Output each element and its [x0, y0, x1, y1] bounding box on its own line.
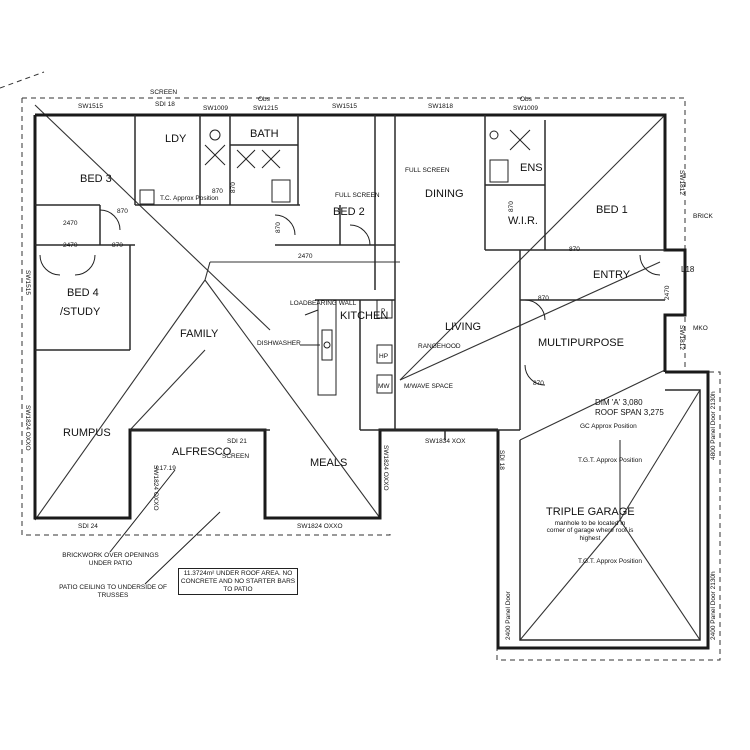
window-label: SW1824 OXXO — [382, 445, 389, 491]
window-label: SW1215 — [253, 105, 278, 112]
note-full-screen: FULL SCREEN — [405, 167, 450, 174]
door-label: 870 — [538, 295, 549, 302]
room-garage: TRIPLE GARAGE — [546, 506, 635, 518]
door-label: 870 — [117, 208, 128, 215]
bathroom-fixtures — [139, 129, 531, 205]
leader-lines — [109, 309, 320, 585]
window-label: SCREEN — [150, 89, 177, 96]
room-bed1: BED 1 — [596, 204, 628, 216]
window-label: SW1812 — [678, 170, 685, 195]
room-bed3: BED 3 — [80, 173, 112, 185]
window-label: Obs — [520, 96, 533, 103]
room-alfresco: ALFRESCO — [172, 446, 232, 458]
note-dim-a: DIM 'A' 3,080 — [595, 398, 643, 407]
window-label: SDI 24 — [78, 523, 98, 530]
note-loadbearing: LOADBEARING WALL — [290, 300, 357, 307]
note-brickwork: BRICKWORK OVER OPENINGS UNDER PATIO — [62, 552, 158, 567]
note-rangehood: RANGEHOOD — [418, 343, 461, 350]
door-label: 2470 — [664, 285, 671, 300]
room-study: /STUDY — [60, 306, 101, 318]
door-label: 870 — [212, 188, 223, 195]
note-dishwasher: DISHWASHER — [257, 340, 301, 347]
window-label: Obs — [258, 96, 271, 103]
room-entry: ENTRY — [593, 269, 631, 281]
note-p: P — [381, 308, 385, 315]
window-label: SW1824 OXXO — [152, 465, 159, 511]
window-label: SW1515 — [332, 103, 357, 110]
window-label: SDI 21 — [227, 438, 247, 445]
window-labels: SCREEN SW1515 SDI 18 SW1009 Obs SW1215 S… — [24, 89, 695, 530]
room-meals: MEALS — [310, 457, 347, 469]
room-wir: W.I.R. — [508, 215, 538, 227]
note-full-screen: FULL SCREEN — [335, 192, 380, 199]
door-label: 870 — [230, 182, 237, 193]
window-label: L18 — [681, 265, 695, 274]
room-ldy: LDY — [165, 133, 187, 145]
note-panel-door-side: 2400 Panel Door — [505, 590, 512, 640]
room-multipurpose: MULTIPURPOSE — [538, 337, 624, 349]
door-label: 870 — [112, 242, 123, 249]
room-kitchen: KITCHEN — [340, 310, 388, 322]
door-label: 2470 — [63, 242, 78, 249]
note-brick: BRICK — [693, 213, 714, 220]
note-hp: HP — [379, 353, 388, 360]
note-tc-approx: T.C. Approx Position — [160, 195, 219, 202]
room-bed4: BED 4 — [67, 287, 99, 299]
door-label: 870 — [275, 222, 282, 233]
note-patio-ceiling: PATIO CEILING TO UNDERSIDE OF TRUSSES — [59, 584, 167, 599]
note-tgt-approx-2: T.G.T. Approx Position — [578, 558, 642, 565]
internal-walls — [35, 115, 665, 440]
window-label: L17.19 — [156, 465, 176, 472]
note-screen-alfresco: SCREEN — [222, 453, 249, 460]
note-under-roof: 11.3724m² UNDER ROOF AREA. NO CONCRETE A… — [178, 568, 298, 596]
door-label: 870 — [569, 246, 580, 253]
room-bed2: BED 2 — [333, 206, 365, 218]
window-label: SDI 18 — [498, 450, 505, 470]
room-family: FAMILY — [180, 328, 219, 340]
window-label: SW1834 XOX — [425, 438, 466, 445]
door-labels: 870 870 870 870 870 870 870 870 870 2470… — [63, 182, 671, 387]
note-manhole: manhole to be located in corner of garag… — [547, 520, 634, 542]
note-mwave: M/WAVE SPACE — [404, 383, 454, 390]
window-label: SW1009 — [513, 105, 538, 112]
window-label: SW1824 OXXO — [24, 405, 31, 451]
room-rumpus: RUMPUS — [63, 427, 111, 439]
room-ens: ENS — [520, 162, 543, 174]
room-labels: LDY BATH BED 3 BED 2 DINING ENS W.I.R. B… — [60, 128, 635, 518]
window-label: SW1515 — [78, 103, 103, 110]
door-swings — [39, 209, 661, 386]
note-mw: MW — [378, 383, 390, 390]
note-panel-door-a: 4800 Panel Door 2130h — [710, 391, 717, 460]
door-label: 2470 — [63, 220, 78, 227]
note-tgt-approx: T.G.T. Approx Position — [578, 457, 642, 464]
window-label: SW1009 — [203, 105, 228, 112]
note-roof-span: ROOF SPAN 3,275 — [595, 408, 664, 417]
room-bath: BATH — [250, 128, 279, 140]
room-living: LIVING — [445, 321, 481, 333]
roof-hip-lines — [34, 104, 701, 641]
window-label: SW1515 — [24, 270, 31, 295]
window-label: SW1812 — [678, 325, 685, 350]
door-label: 870 — [508, 201, 515, 212]
notes: FULL SCREEN FULL SCREEN T.C. Approx Posi… — [59, 167, 717, 640]
note-mko: MKO — [693, 325, 708, 332]
kitchen-bench — [317, 299, 393, 396]
note-gc-approx: GC Approx Position — [580, 423, 637, 430]
note-panel-door-b: 2400 Panel Door 2130h — [710, 571, 717, 640]
window-label: SDI 18 — [155, 101, 175, 108]
room-dining: DINING — [425, 188, 464, 200]
door-label: 2470 — [298, 253, 313, 260]
window-label: SW1818 — [428, 103, 453, 110]
window-label: SW1824 OXXO — [297, 523, 343, 530]
